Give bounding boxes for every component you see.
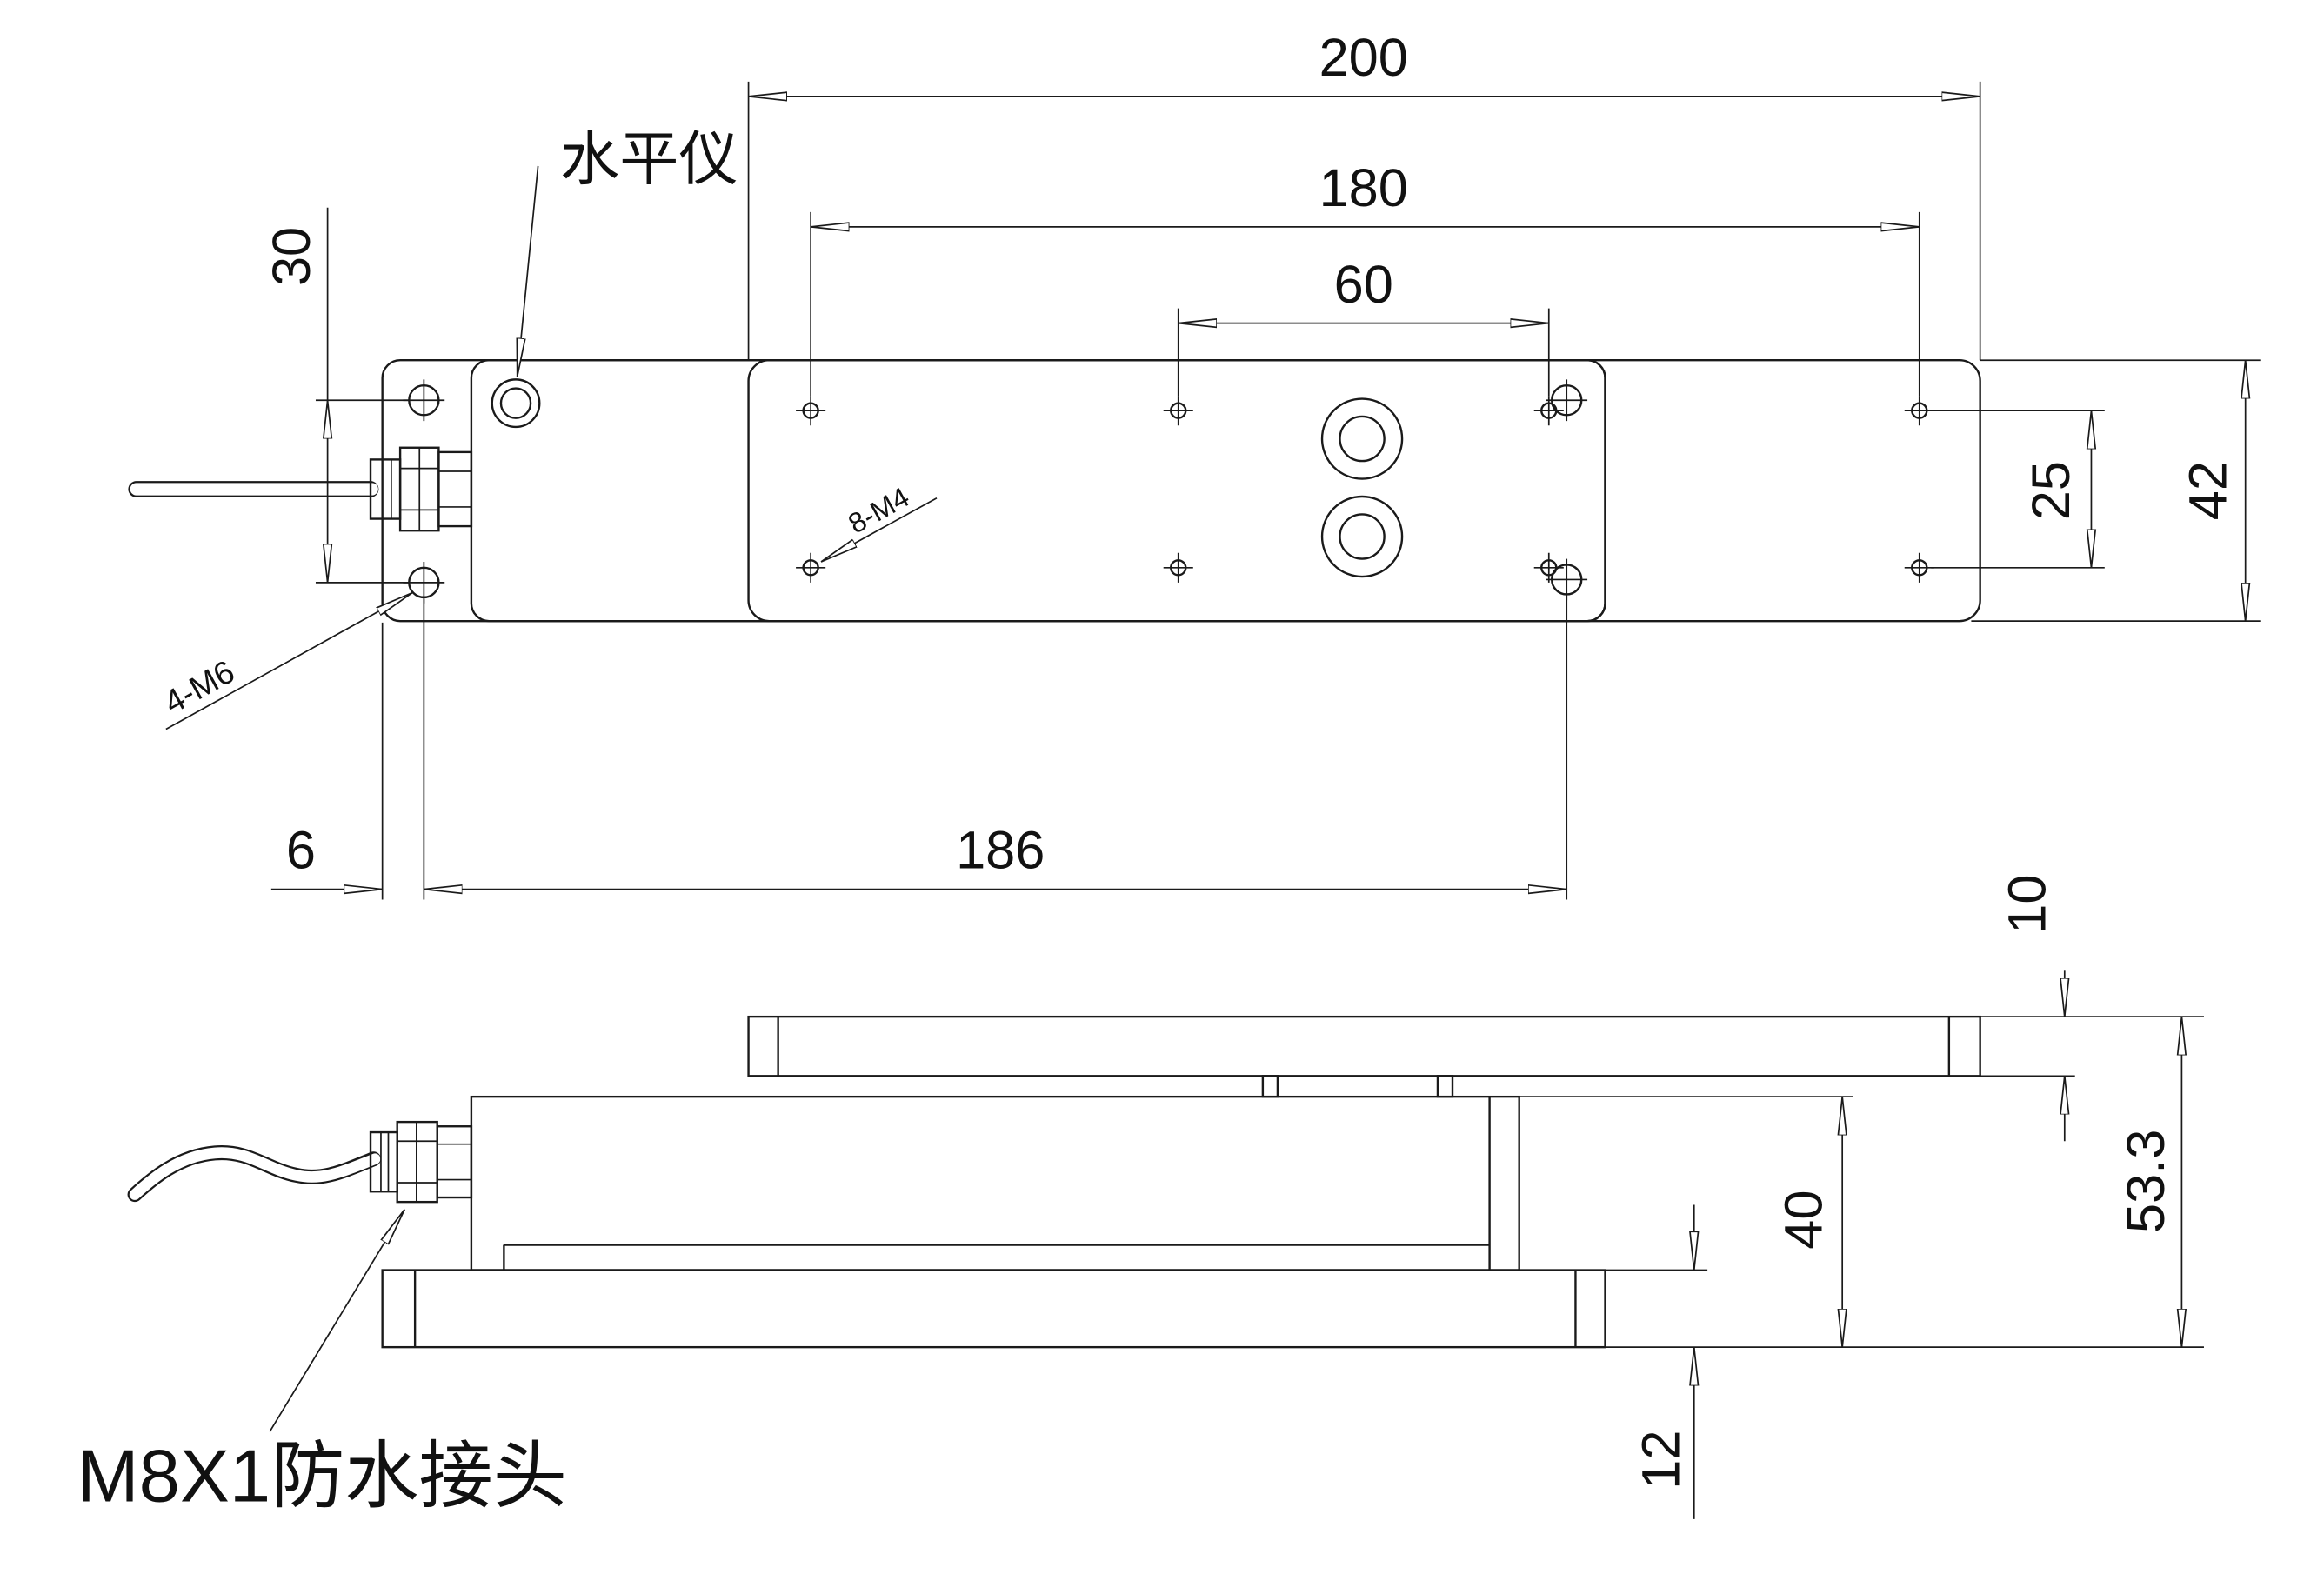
m4-hole-crosshair xyxy=(1163,396,1193,426)
connector-label: M8X1防水接头 xyxy=(77,1435,567,1517)
m6-hole-crosshair xyxy=(1546,379,1588,422)
dimension-label: 42 xyxy=(2178,461,2238,520)
side-view: M8X1防水接头 10 53.3 40 12 xyxy=(77,875,2204,1519)
gland-collar-detail xyxy=(381,459,392,519)
upper-boss-outer xyxy=(1320,397,1404,480)
m4-hole-crosshair xyxy=(1533,396,1564,426)
cable-gland-side xyxy=(127,1120,473,1204)
dimension-label-186: 186 xyxy=(956,820,1045,880)
dimension-200: 200 xyxy=(747,27,1981,361)
top-plate-bevel-lines xyxy=(777,1017,1951,1077)
leader-line xyxy=(518,165,539,377)
lower-boss-inner xyxy=(1339,513,1386,560)
leader-line xyxy=(821,497,938,562)
dimension-label: 12 xyxy=(1631,1431,1691,1490)
m4-hole-crosshair xyxy=(1533,552,1564,583)
gland-body-side xyxy=(436,1125,473,1199)
sensor-body-detail-lines xyxy=(503,1097,1491,1271)
m4-hole xyxy=(796,396,826,426)
gland-body-faces-side xyxy=(437,1143,471,1181)
connector-callout: M8X1防水接头 xyxy=(77,1210,567,1517)
dimension-60: 60 xyxy=(1177,254,1550,397)
dimension-label: 53.3 xyxy=(2115,1130,2175,1233)
dimension-6-and-186: 6 186 xyxy=(270,596,1568,900)
gland-body-faces-top xyxy=(438,470,471,508)
top-plate-side xyxy=(747,1015,1981,1077)
dimension-label-6: 6 xyxy=(286,820,316,880)
upper-boss-inner xyxy=(1339,415,1386,463)
dimension-30: 30 xyxy=(261,207,410,584)
base-plate-side xyxy=(381,1269,1606,1349)
m4-hole xyxy=(1533,396,1564,426)
m4-hole-crosshair xyxy=(1904,396,1934,426)
dimension-label: 25 xyxy=(2020,461,2080,520)
leader-line xyxy=(165,593,412,730)
m6-hole-crosshair xyxy=(403,561,445,604)
dimension-40: 40 xyxy=(1519,1096,1853,1348)
dimension-42: 42 xyxy=(1971,359,2261,622)
m4-hole-crosshair xyxy=(796,396,826,426)
leader-line xyxy=(269,1210,404,1432)
level-inner-circle xyxy=(499,387,532,419)
level-label: 水平仪 xyxy=(560,125,738,194)
m4-hole xyxy=(1163,396,1193,426)
dimension-label: 30 xyxy=(261,227,321,286)
dimension-label: 200 xyxy=(1319,27,1408,87)
extension-line xyxy=(1980,1016,2204,1077)
dimension-label: 40 xyxy=(1773,1190,1833,1249)
m4-hole xyxy=(1904,396,1934,426)
extension-line xyxy=(1931,410,2105,569)
cable-fill-side xyxy=(129,1147,381,1200)
lower-boss-outer xyxy=(1320,495,1404,578)
extension-line xyxy=(810,211,1920,397)
gland-hex-faces-side xyxy=(397,1122,437,1203)
m4-hole xyxy=(1904,552,1934,583)
dimension-25: 25 xyxy=(1931,410,2105,569)
extension-line xyxy=(747,81,1981,361)
level-callout: 水平仪 xyxy=(518,125,738,377)
extension-line xyxy=(1971,359,2261,622)
m4-hole-crosshair xyxy=(796,552,826,583)
extension-line xyxy=(381,596,1568,900)
m4-hole-crosshair xyxy=(1163,552,1193,583)
dimension-53-3: 53.3 xyxy=(1605,1017,2204,1348)
top-plate-outline-top xyxy=(747,359,1981,623)
m4-hole xyxy=(796,552,826,583)
level-outer-circle xyxy=(491,378,541,429)
gland-hex-faces-top xyxy=(400,447,439,531)
m6-hole-crosshair xyxy=(403,379,445,422)
m6-hole xyxy=(1546,379,1588,422)
m4-hole xyxy=(1163,552,1193,583)
top-view: 200 180 60 水平仪 30 4-M6 xyxy=(128,27,2261,900)
dimension-180: 180 xyxy=(810,157,1920,397)
m6-hole-crosshair xyxy=(1546,558,1588,601)
dimension-label: 60 xyxy=(1334,254,1393,314)
m4-hole xyxy=(1533,552,1564,583)
dimension-12: 12 xyxy=(1605,1204,1708,1519)
dimension-10: 10 xyxy=(1980,875,2204,1142)
dimension-label: 10 xyxy=(1997,875,2057,934)
gland-body-top xyxy=(437,450,473,528)
dimension-label: 180 xyxy=(1319,157,1408,217)
m4-hole-crosshair xyxy=(1904,552,1934,583)
m6-hole xyxy=(1546,558,1588,601)
base-plate-bevel-lines xyxy=(413,1270,1577,1348)
gland-collar-detail xyxy=(380,1132,390,1192)
